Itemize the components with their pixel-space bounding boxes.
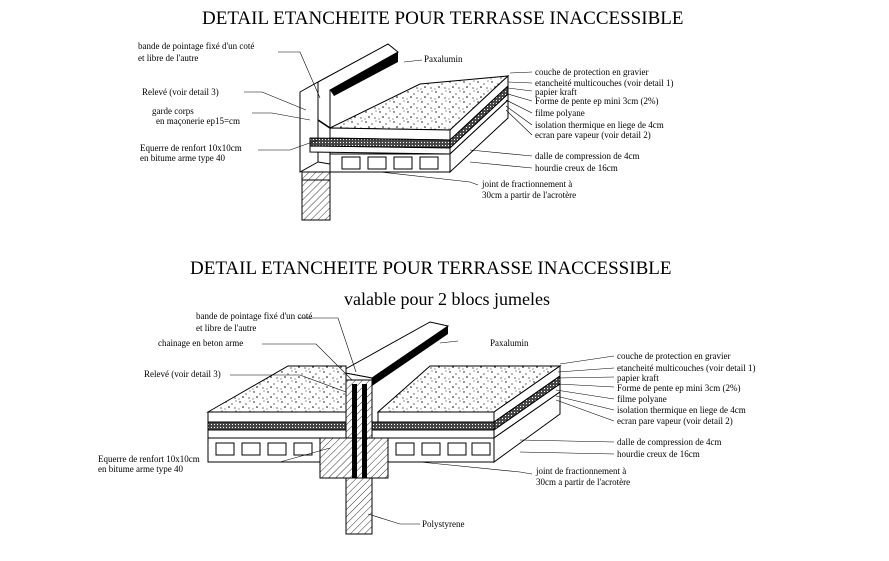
detail-1-leaders — [244, 51, 533, 186]
label2-equerre: Equerre de renfort 10x10cm — [98, 454, 200, 464]
label2-bitume: en bitume arme type 40 — [98, 464, 183, 474]
label2-paxalumin: Paxalumin — [490, 338, 529, 348]
label2-bande-pointage-2: et libre de l'autre — [196, 323, 256, 333]
label2-right-8: hourdie creux de 16cm — [617, 449, 700, 459]
detail-2-center — [319, 379, 389, 535]
detail-1-parapet — [299, 43, 399, 221]
label-right-1: etancheité multicouches (voir detail 1) — [535, 78, 673, 88]
label2-bande-pointage-1: bande de pointage fixé d'un coté — [196, 311, 312, 321]
label-right-7: dalle de compression de 4cm — [535, 151, 639, 161]
label2-releve: Relevé (voir detail 3) — [144, 369, 221, 379]
detail-2-left-slab — [206, 365, 347, 463]
label2-chainage: chainage en beton arme — [158, 338, 243, 348]
label2-polystyrene: Polystyrene — [422, 519, 465, 529]
label2-right-5: isolation thermique en liege de 4cm — [617, 405, 746, 415]
detail-2-right-slab — [365, 365, 562, 463]
detail-2-labels: bande de pointage fixé d'un coté et libr… — [98, 311, 755, 529]
label-right-6: ecran pare vapeur (voir detail 2) — [535, 130, 651, 140]
detail-1-labels: bande de pointage fixé d'un coté et libr… — [138, 41, 673, 200]
label2-right-0: couche de protection en gravier — [617, 351, 730, 361]
label2-right-4: filme polyane — [617, 394, 667, 404]
label-right-8: hourdie creux de 16cm — [535, 163, 618, 173]
label-equerre: Equerre de renfort 10x10cm — [140, 143, 242, 153]
detail-1-title: DETAIL ETANCHEITE POUR TERRASSE INACCESS… — [202, 8, 683, 29]
detail-1: DETAIL ETANCHEITE POUR TERRASSE INACCESS… — [138, 8, 683, 221]
detail-1-slab — [309, 74, 510, 174]
label2-right-2: papier kraft — [617, 373, 659, 383]
label2-right-3: Forme de pente ep mini 3cm (2%) — [617, 383, 740, 393]
detail-2: DETAIL ETANCHEITE POUR TERRASSE INACCESS… — [98, 258, 755, 535]
label-garde-corps: garde corps — [152, 106, 194, 116]
label-joint-2: 30cm a partir de l'acrotère — [482, 190, 576, 200]
label-right-5: isolation thermique en liege de 4cm — [535, 120, 664, 130]
label-releve: Relevé (voir detail 3) — [142, 87, 219, 97]
label2-joint-1: joint de fractionnement à — [535, 466, 626, 476]
label-right-4: filme polyane — [535, 108, 585, 118]
label2-right-7: dalle de compression de 4cm — [617, 437, 721, 447]
detail-2-title: DETAIL ETANCHEITE POUR TERRASSE INACCESS… — [190, 258, 671, 279]
label2-joint-2: 30cm a partir de l'acrotère — [536, 477, 630, 487]
detail-2-subtitle: valable pour 2 blocs jumeles — [344, 289, 550, 309]
label-paxalumin: Paxalumin — [424, 54, 463, 64]
label-bitume: en bitume arme type 40 — [140, 153, 225, 163]
label-right-3: Forme de pente ep mini 3cm (2%) — [535, 96, 658, 106]
label-right-2: papier kraft — [535, 87, 577, 97]
label-joint-1: joint de fractionnement à — [481, 179, 572, 189]
label-bande-pointage-2: et libre de l'autre — [138, 53, 198, 63]
label-right-0: couche de protection en gravier — [535, 67, 648, 77]
label-bande-pointage-1: bande de pointage fixé d'un coté — [138, 41, 254, 51]
label2-right-6: ecran pare vapeur (voir detail 2) — [617, 416, 733, 426]
label-maconnerie: en maçonerie ep15=cm — [156, 116, 240, 126]
detail-2-leaders — [214, 317, 615, 525]
label2-right-1: etancheité multicouches (voir detail 1) — [617, 363, 755, 373]
